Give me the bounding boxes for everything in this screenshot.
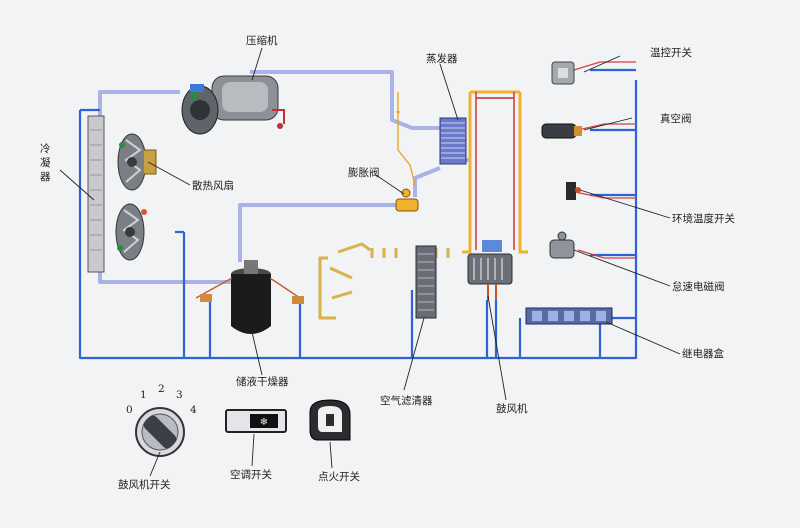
label-blower: 鼓风机: [496, 402, 528, 415]
blower: [467, 240, 513, 300]
label-compressor: 压缩机: [246, 34, 278, 47]
label-idle-solenoid: 怠速电磁阀: [672, 280, 725, 293]
ambient-temp-switch-device: [566, 182, 581, 200]
label-receiver-drier: 储液干燥器: [236, 375, 289, 388]
receiver-drier: [195, 260, 304, 334]
dial-tick-2: 2: [158, 383, 165, 395]
compressor: [181, 75, 285, 135]
refrigerant-pipes: [98, 70, 470, 284]
label-thermostat-switch: 温控开关: [650, 46, 692, 59]
leader-lines: [59, 47, 681, 477]
dial-tick-1: 1: [140, 389, 147, 401]
dial-tick-4: 4: [190, 404, 197, 416]
label-ignition-switch: 点火开关: [318, 470, 360, 483]
signal-wires: [573, 61, 636, 259]
wiring-harness: [78, 68, 638, 360]
condenser: [87, 115, 105, 273]
label-blower-switch: 鼓风机开关: [118, 478, 171, 491]
ac-switch-device: ❄: [225, 409, 287, 433]
evaporator-duct: [318, 90, 528, 320]
label-ambient-temp-switch: 环境温度开关: [672, 212, 735, 225]
thermostat-switch-device: [551, 61, 575, 85]
dial-tick-3: 3: [176, 389, 183, 401]
label-evaporator: 蒸发器: [426, 52, 458, 65]
vacuum-valve-device: [541, 123, 582, 139]
label-vacuum-valve: 真空阀: [660, 112, 692, 125]
relay-box-device: [525, 307, 613, 325]
label-ac-switch: 空调开关: [230, 468, 272, 481]
evaporator-core: [439, 117, 467, 165]
cooling-fan-upper: [117, 133, 157, 191]
cooling-fan-lower: [115, 203, 147, 261]
label-condenser: 冷 凝 器: [40, 142, 54, 183]
label-expansion-valve: 膨胀阀: [348, 166, 380, 179]
dial-tick-0: 0: [126, 404, 133, 416]
svg-text:❄: ❄: [260, 417, 268, 428]
air-filter: [415, 245, 437, 319]
idle-solenoid-device: [549, 231, 575, 259]
label-air-filter: 空气滤清器: [380, 394, 433, 407]
blower-switch-device: [135, 407, 185, 457]
ignition-switch-device: [309, 399, 351, 441]
label-fan: 散热风扇: [192, 179, 234, 192]
label-relay-box: 继电器盒: [682, 347, 724, 360]
capillary-tube: [396, 92, 416, 186]
